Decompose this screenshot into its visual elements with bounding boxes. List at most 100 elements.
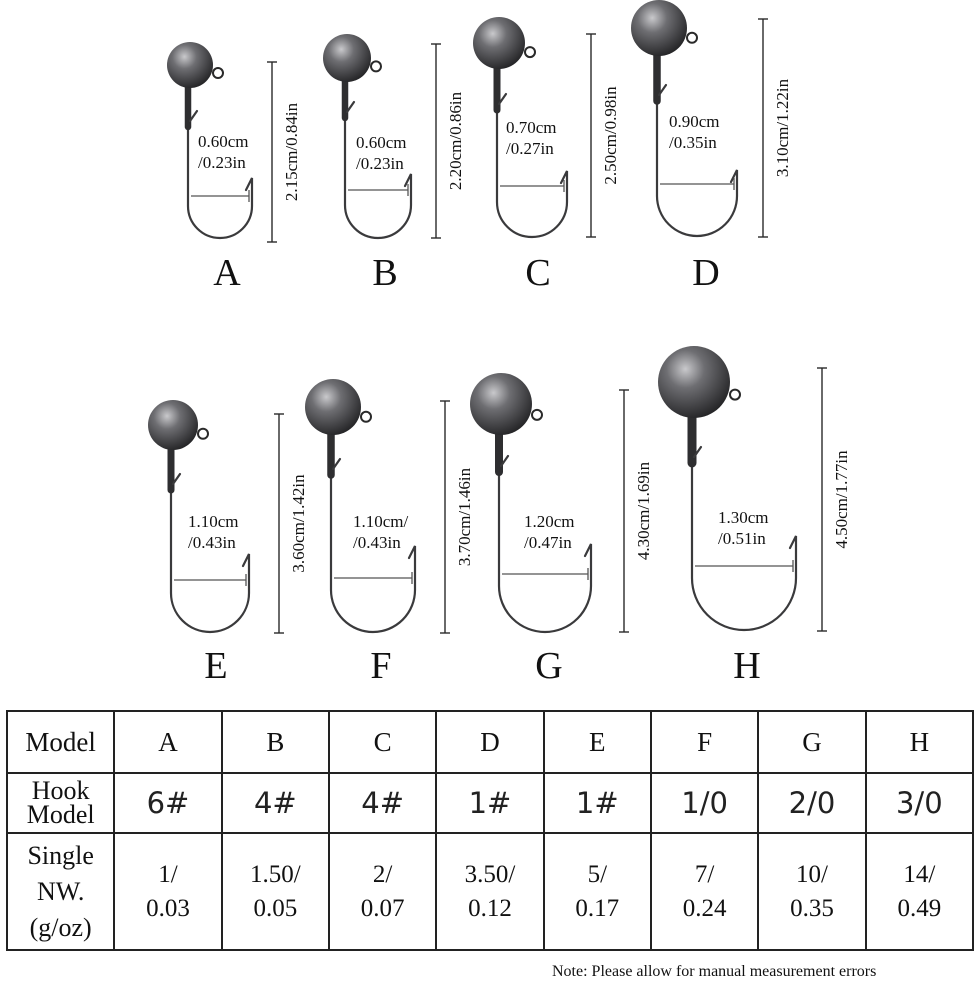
hook-model-letter: B [372,252,397,294]
model-cell: E [542,710,652,774]
hook-model-cell: 3/0 [864,772,975,834]
model-cell: H [864,710,975,774]
hook-model-letter: D [692,252,719,294]
hook-model-letter: G [535,645,562,687]
hook-bend [169,488,251,634]
model-header: Model [5,710,116,774]
hook-model-header-line: Hook [31,776,90,805]
line-tie-eye [370,60,382,73]
gap-width-cm: 1.30cm [718,508,769,527]
weight-ounces: 0.12 [468,894,512,922]
hook-length-label: 3.10cm/1.22in [773,78,792,177]
gap-width-in: /0.27in [506,139,554,158]
weight-grams: 7/ [694,860,715,888]
hook-model-letter: F [370,645,391,687]
model-cell: B [220,710,330,774]
weight-cell: 7/0.24 [649,832,760,951]
hook-collar-barb [692,445,703,459]
weight-ounces: 0.17 [575,894,620,922]
weight-ounces: 0.49 [897,894,942,922]
jig-head [658,346,730,418]
weight-ounces: 0.07 [360,894,405,922]
hook-model-cell: 1# [542,772,652,834]
line-tie-eye [531,408,543,421]
weight-cell: 2/0.07 [327,832,438,951]
hook-length-label: 2.20cm/0.86in [446,91,465,190]
gap-width-cm: 1.10cm/ [353,512,409,531]
weight-grams: 5/ [587,860,608,888]
weight-cell: 14/0.49 [864,832,975,951]
spec-table: Model A B C D E F G H Hook Model 6# 4# 4… [5,710,975,951]
gap-width-in: /0.43in [188,533,236,552]
jig-head [631,0,687,56]
measurement-note: Note: Please allow for manual measuremen… [552,963,877,980]
model-cell: G [757,710,867,774]
hook-length-label: 4.50cm/1.77in [832,450,851,549]
line-tie-eye [212,67,224,80]
weight-grams: 1/ [158,860,178,888]
hook-model-cell: 6# [113,772,223,834]
hook-collar-barb [331,457,342,471]
hook-bend [655,99,739,238]
model-cell: D [435,710,545,774]
model-cell: A [113,710,223,774]
hook-collar-barb [497,92,508,106]
jig-head [473,17,525,69]
gap-width-cm: 1.20cm [524,512,575,531]
hook-bend [495,108,569,239]
gap-width-in: /0.47in [524,533,572,552]
table-row-model: Model A B C D E F G H [5,710,975,774]
hook-model-cell: 4# [327,772,438,834]
weight-grams: 14/ [903,860,936,888]
line-tie-eye [524,46,536,59]
hook-model-header: Hook Model [5,772,116,834]
hook-collar-barb [345,100,356,114]
weight-cell: 1/0.03 [113,832,223,951]
hook-length-label: 2.15cm/0.84in [282,102,301,201]
jig-head [167,42,213,88]
gap-width-in: /0.51in [718,529,766,548]
hook-model-letter: A [213,252,241,294]
hook-bend [690,461,798,632]
hook-collar-barb [171,472,182,486]
hook-collar-barb [188,109,199,123]
line-tie-eye [686,31,698,44]
hook-bend [497,470,593,634]
weight-ounces: 0.35 [790,894,834,922]
hook-length-label: 2.50cm/0.98in [601,86,620,185]
hook-model-cell: 1# [435,772,545,834]
line-tie-eye [197,427,209,440]
gap-width-in: /0.23in [356,154,404,173]
gap-width-in: /0.23in [198,153,246,172]
hook-length-label: 3.60cm/1.42in [289,474,308,573]
hook-model-letter: E [204,645,227,687]
weight-header-line: Single NW. [27,840,94,906]
weight-cell: 3.50/0.12 [435,832,545,951]
hook-model-letter: C [525,252,550,294]
hook-model-cell: 4# [220,772,330,834]
weight-cell: 5/0.17 [542,832,652,951]
line-tie-eye [360,410,372,423]
gap-width-in: /0.35in [669,133,717,152]
hook-model-header-line: Model [26,800,95,829]
model-cell: C [327,710,438,774]
gap-width-cm: 1.10cm [188,512,239,531]
jig-head [323,34,371,82]
table-row-weight: Single NW. (g/oz) 1/0.03 1.50/0.05 2/0.0… [5,832,975,951]
gap-width-cm: 0.60cm [356,133,407,152]
gap-width-cm: 0.70cm [506,118,557,137]
jig-head [305,379,361,435]
weight-grams: 2/ [372,860,393,888]
hook-length-label: 3.70cm/1.46in [455,467,474,566]
weight-ounces: 0.03 [146,894,190,922]
jig-head [470,373,532,435]
line-tie-eye [729,388,741,401]
hook-collar-barb [499,454,510,468]
